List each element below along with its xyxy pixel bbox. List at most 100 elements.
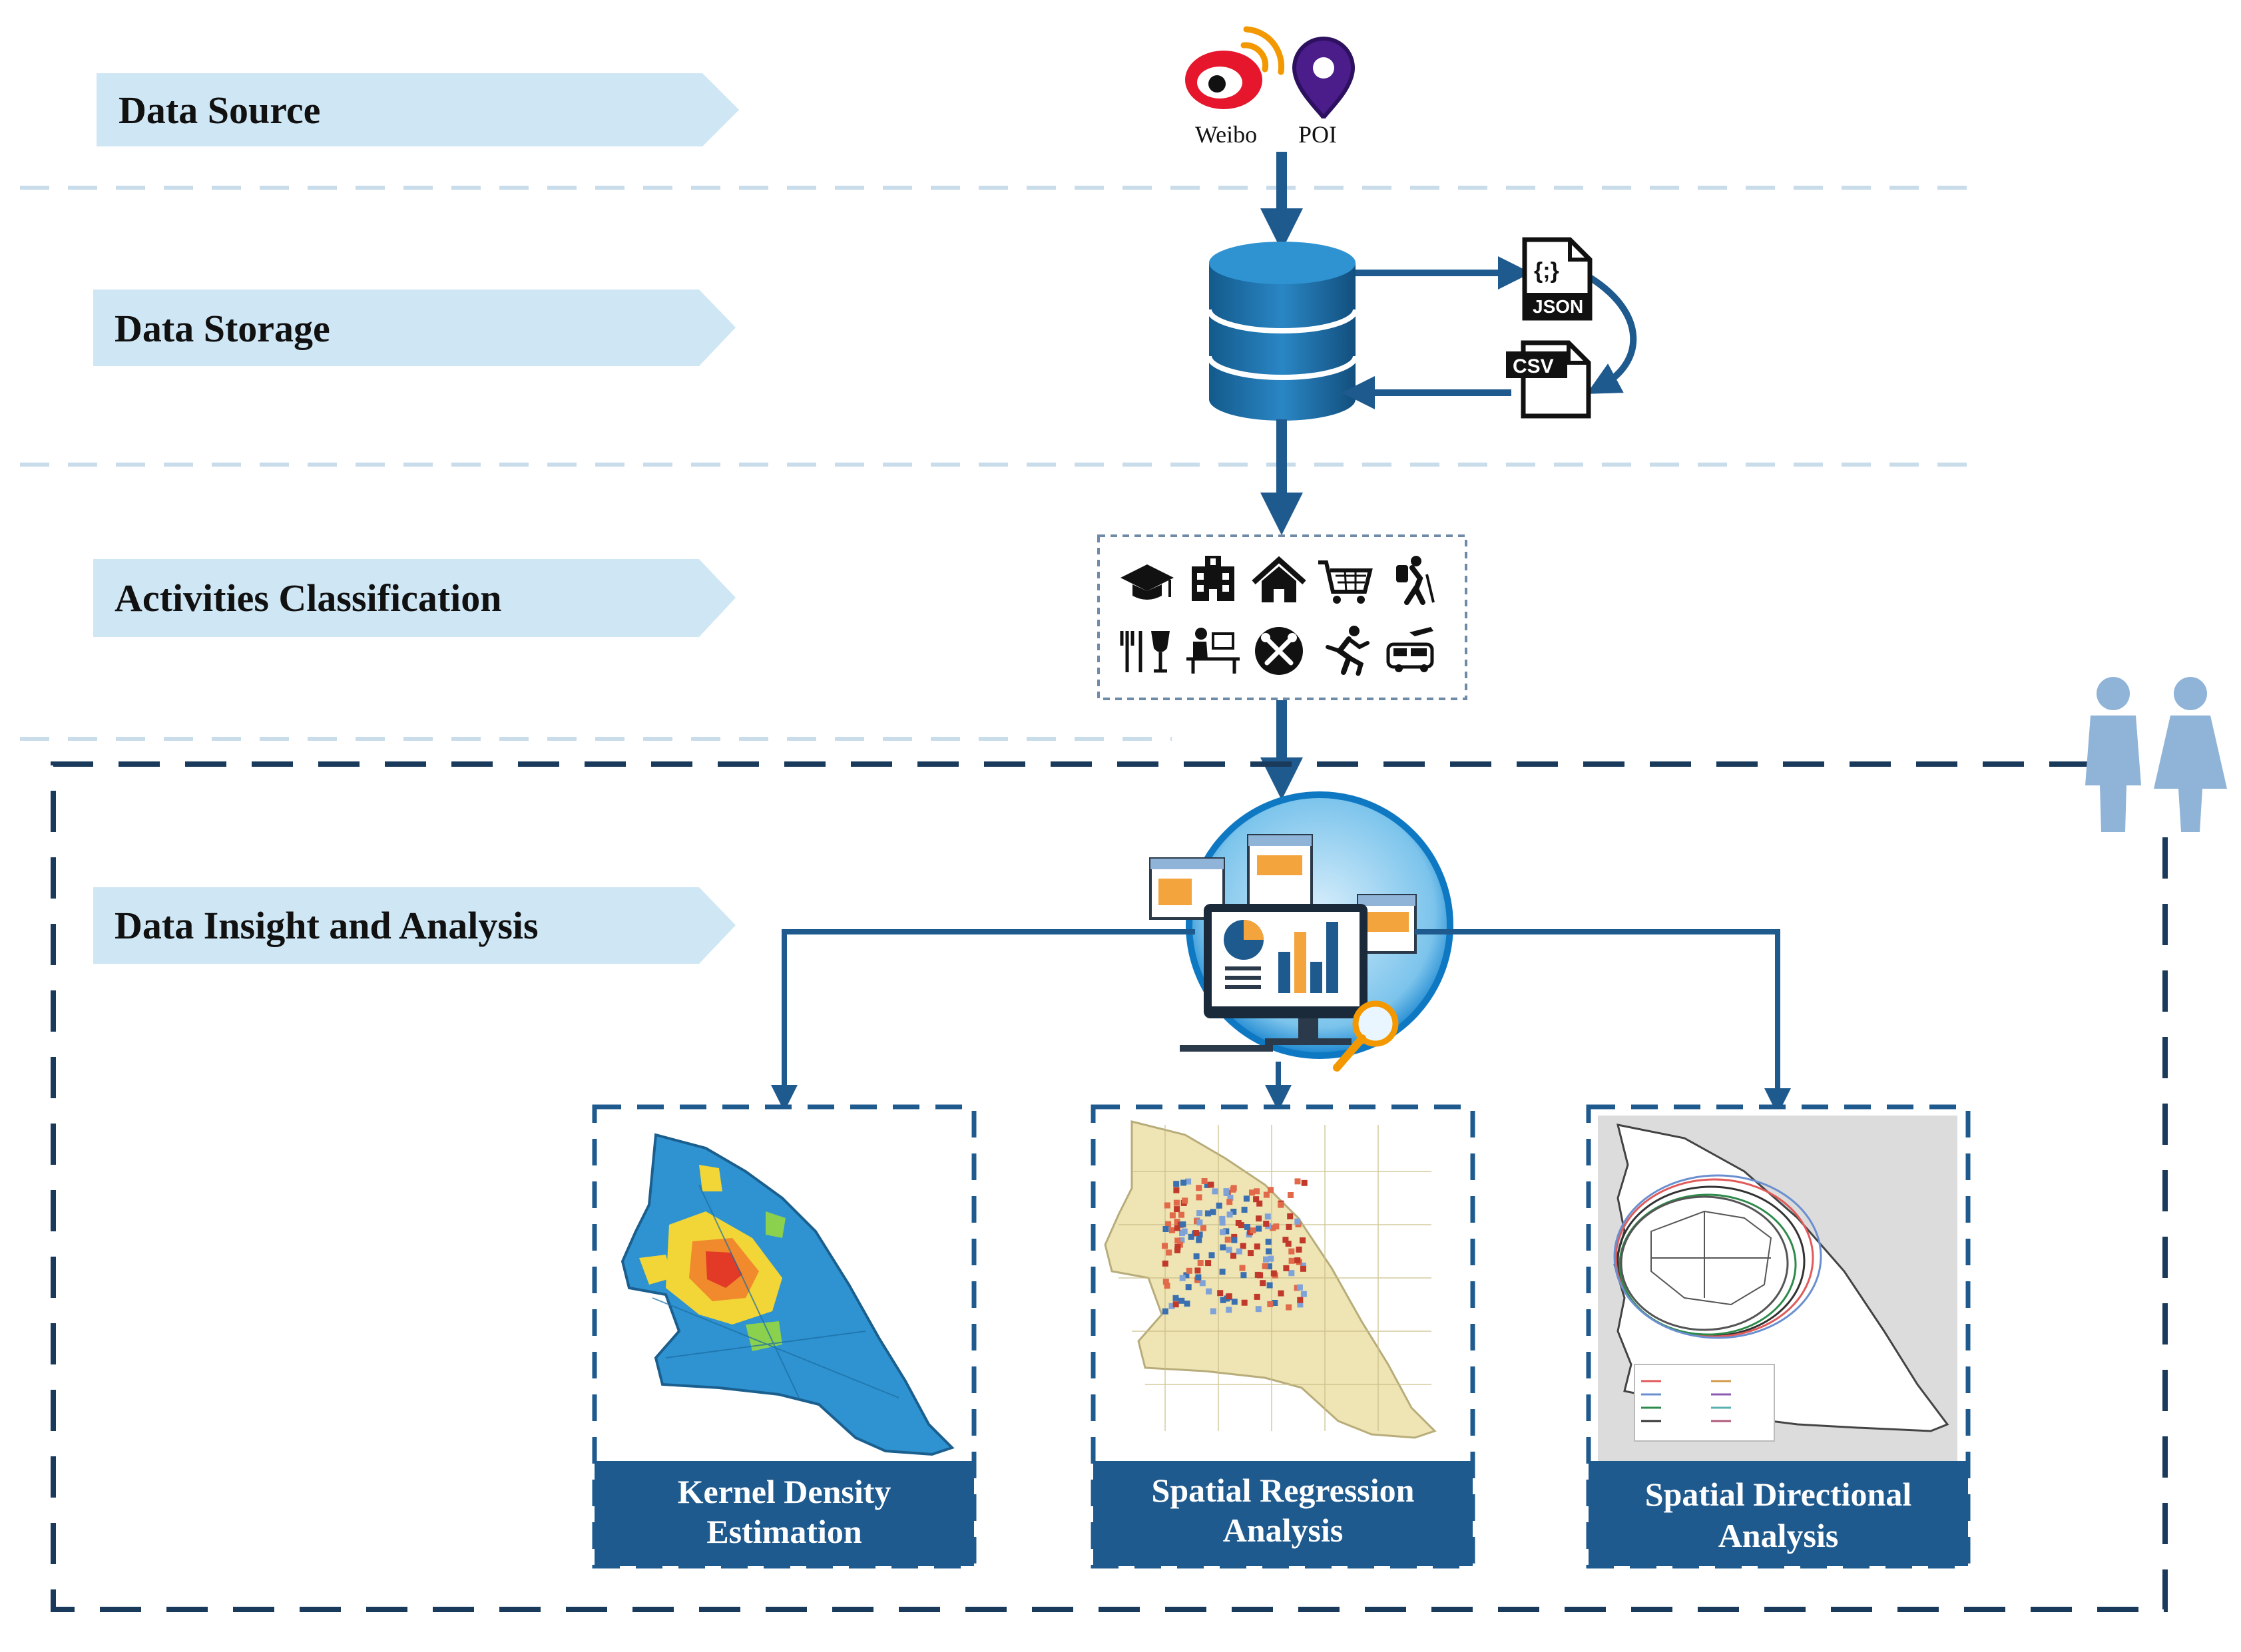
regression-cell [1162,1279,1169,1285]
panel-title-line1: Spatial Directional [1645,1476,1912,1513]
regression-cell [1168,1227,1175,1233]
spatial-regression-map [1104,1120,1437,1439]
regression-cell [1173,1199,1180,1206]
regression-cell [1270,1270,1277,1277]
regression-cell [1174,1225,1180,1231]
regression-cell [1254,1271,1261,1278]
regression-cell [1231,1299,1238,1305]
regression-cell [1184,1301,1190,1307]
regression-cell [1244,1224,1250,1230]
regression-cell [1241,1207,1248,1213]
regression-cell [1266,1248,1272,1255]
regression-cell [1193,1253,1200,1260]
stage-label: Data Insight and Analysis [115,904,539,947]
regression-cell [1240,1272,1247,1279]
regression-cell [1196,1210,1203,1217]
regression-cell [1199,1280,1206,1287]
database-icon [1206,242,1358,421]
regression-cell [1270,1225,1276,1231]
regression-cell [1181,1228,1188,1235]
panel-kernel-density: Kernel Density Estimation [592,1104,977,1569]
regression-cell [1223,1188,1230,1195]
regression-cell [1200,1225,1206,1231]
regression-cell [1286,1223,1292,1230]
regression-cell [1256,1200,1263,1207]
regression-cells [1162,1178,1308,1315]
dining-icon [1120,631,1170,673]
regression-cell [1273,1223,1280,1230]
regression-cell [1230,1186,1236,1193]
regression-cell [1240,1243,1246,1249]
panel-spatial-directional: Spatial Directional Analysis [1586,1104,1971,1569]
regression-cell [1208,1252,1215,1259]
analytics-dashboard-icon [1149,791,1453,1072]
stage-data-storage: Data Storage [93,290,736,366]
regression-cell [1220,1244,1226,1251]
panel-title-line2: Analysis [1718,1517,1839,1554]
stage-dividers [20,186,1984,741]
regression-cell [1174,1206,1180,1213]
regression-cell [1249,1189,1255,1196]
spatial-directional-map [1598,1116,1957,1462]
stage-label: Data Source [119,89,320,132]
regression-cell [1296,1284,1303,1291]
regression-cell [1254,1293,1260,1300]
regression-cell [1216,1202,1222,1209]
regression-cell [1301,1179,1308,1186]
regression-cell [1173,1187,1180,1193]
regression-cell [1230,1253,1236,1259]
json-glyph: {;} [1534,258,1559,284]
regression-cell [1294,1218,1301,1225]
regression-cell [1278,1201,1284,1208]
panel-title-line2: Analysis [1223,1512,1344,1549]
regression-cell [1236,1248,1242,1255]
arrow-to-kernel-density [771,929,1195,1112]
regression-cell [1196,1237,1202,1243]
home-icon [1252,556,1306,602]
regression-cell [1266,1282,1273,1289]
stage-chevron [97,73,739,146]
stage-label: Activities Classification [115,576,502,620]
regression-cell [1220,1297,1226,1303]
regression-cell [1256,1225,1262,1232]
regression-cell [1286,1304,1292,1311]
regression-cell [1224,1236,1231,1243]
hiking-icon [1396,556,1435,605]
regression-cell [1164,1202,1170,1209]
regression-cell [1196,1185,1202,1191]
regression-cell [1226,1199,1233,1205]
regression-cell [1196,1231,1203,1238]
regression-cell [1300,1263,1306,1269]
regression-cell [1243,1195,1250,1202]
regression-cell [1255,1306,1262,1313]
regression-cell [1169,1212,1176,1219]
regression-cell [1166,1249,1172,1256]
regression-cell [1288,1270,1295,1277]
regression-cell [1172,1301,1179,1308]
csv-label: CSV [1513,355,1554,377]
regression-cell [1173,1181,1180,1187]
regression-cell [1226,1307,1232,1313]
regression-cell [1226,1293,1232,1300]
regression-cell [1210,1209,1216,1215]
panel-header [595,1461,974,1566]
regression-cell [1186,1267,1192,1274]
regression-cell [1288,1192,1294,1198]
regression-cell [1262,1263,1268,1269]
stage-activities-classification: Activities Classification [93,559,736,637]
regression-cell [1165,1221,1172,1227]
education-icon [1120,564,1174,600]
regression-cell [1208,1181,1214,1188]
regression-cell [1263,1221,1270,1227]
regression-cell [1267,1301,1274,1307]
regression-cell [1282,1237,1289,1243]
panel-spatial-regression: Spatial Regression Analysis [1091,1104,1475,1569]
regression-cell [1226,1211,1233,1218]
regression-cell [1219,1215,1226,1222]
csv-file-icon: CSV [1506,340,1591,419]
travel-icon [1386,627,1434,672]
regression-cell [1185,1284,1192,1291]
regression-cell [1174,1247,1180,1253]
regression-cell [1178,1297,1185,1304]
